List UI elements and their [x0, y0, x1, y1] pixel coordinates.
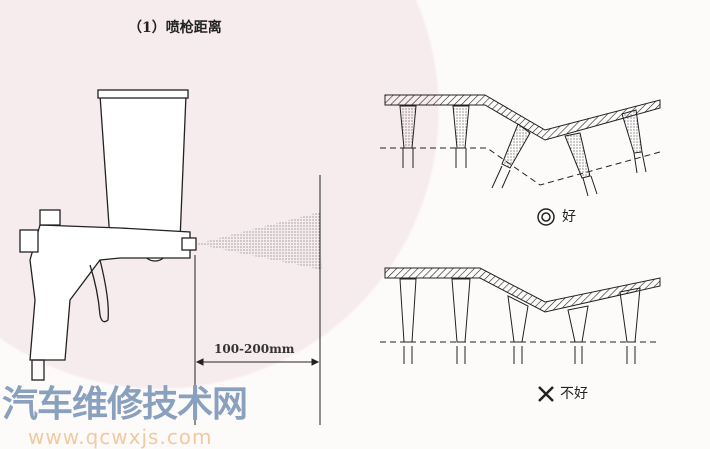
- bad-label: 不好: [560, 386, 588, 402]
- watermark-url: www.qcwxjs.com: [28, 425, 213, 449]
- good-panel-illustration: [380, 94, 661, 226]
- spray-cloud: [196, 212, 322, 270]
- bad-cross-icon: [538, 386, 554, 402]
- spray-gun-distance-diagram: [19, 89, 661, 425]
- distance-label: 100-200mm: [214, 342, 295, 356]
- diagram-title: （1）喷枪距离: [128, 20, 222, 36]
- good-circle-icon: [537, 208, 555, 226]
- spray-gun: [19, 89, 197, 381]
- watermark-text: 汽车维修技术网: [2, 384, 248, 425]
- good-label: 好: [562, 209, 576, 225]
- distance-indicator: [194, 175, 321, 425]
- bad-panel-illustration: [380, 267, 661, 402]
